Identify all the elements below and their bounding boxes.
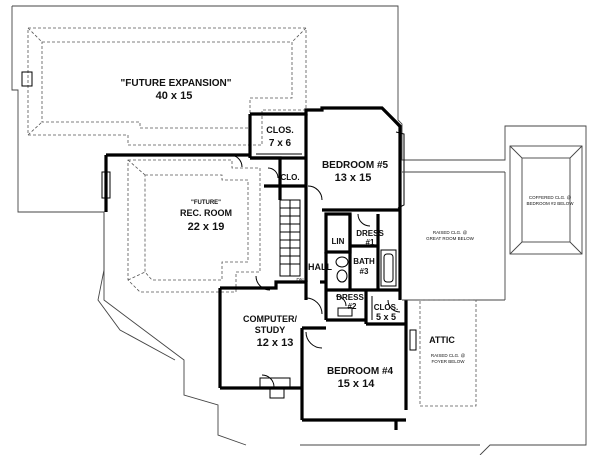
attic-label: ATTIC <box>429 335 455 345</box>
coffered-note-1: COFFERED CLG. @ <box>529 195 572 200</box>
closet-small-label: CLO. <box>280 173 299 182</box>
bedroom5-size: 13 x 15 <box>335 172 372 184</box>
walls <box>104 106 408 430</box>
bedroom4-label: BEDROOM #4 <box>327 366 394 377</box>
rec-room-label: REC. ROOM <box>180 208 232 218</box>
window-rec-room <box>101 171 111 199</box>
bath-fixtures <box>335 249 397 317</box>
rec-room-size: 22 x 19 <box>188 221 225 233</box>
closet-top-size: 7 x 6 <box>269 138 292 149</box>
study-label-1: COMPUTER/ <box>243 314 297 324</box>
dress2-label: DRESS <box>336 293 364 302</box>
rec-room-ceiling <box>127 159 261 293</box>
stairs[interactable] <box>279 199 301 277</box>
coffered-ceiling <box>509 145 583 255</box>
study-label-2: STUDY <box>255 325 286 335</box>
closet-top-label: CLOS. <box>266 125 294 135</box>
bath3-label: BATH <box>353 257 375 266</box>
window-bedroom5 <box>395 131 405 209</box>
coffered-note-2: BEDROOM #2 BELOW <box>526 201 574 206</box>
bedroom4-size: 15 x 14 <box>338 378 376 390</box>
toilet-icon <box>336 269 348 283</box>
raised-foyer-note-2: FOYER BELOW <box>431 359 465 364</box>
future-expansion-size: 40 x 15 <box>156 90 193 102</box>
stair-dn-label: DN <box>296 278 304 284</box>
rec-room-prefix: "FUTURE" <box>191 200 221 206</box>
bedroom5-label: BEDROOM #5 <box>322 160 389 171</box>
raised-ceiling-great-room <box>402 171 506 301</box>
roof-outline <box>11 5 587 455</box>
dress1-num: #1 <box>366 238 375 247</box>
bath3-num: #3 <box>360 267 369 276</box>
vanity-icon <box>337 307 353 317</box>
bay-window <box>382 109 401 129</box>
vent-icon <box>21 71 33 87</box>
future-expansion-label: "FUTURE EXPANSION" <box>121 78 232 89</box>
raised-foyer-note-1: RAISED CLG. @ <box>431 353 466 358</box>
doors <box>229 154 401 388</box>
closet5-label: CLOS. <box>374 303 398 312</box>
closet5-size: 5 x 5 <box>376 312 396 322</box>
raised-great-note-2: GREAT ROOM BELOW <box>426 236 475 241</box>
hall-label: HALL <box>308 262 332 272</box>
dress1-label: DRESS <box>356 229 384 238</box>
raised-great-note-1: RAISED CLG. @ <box>433 230 468 235</box>
window-bedroom4 <box>409 329 417 351</box>
dress2-num: #2 <box>348 302 357 311</box>
sink-icon <box>335 256 349 268</box>
study-size: 12 x 13 <box>257 337 294 349</box>
attic-area <box>419 299 477 407</box>
linen-label: LIN <box>332 237 345 246</box>
